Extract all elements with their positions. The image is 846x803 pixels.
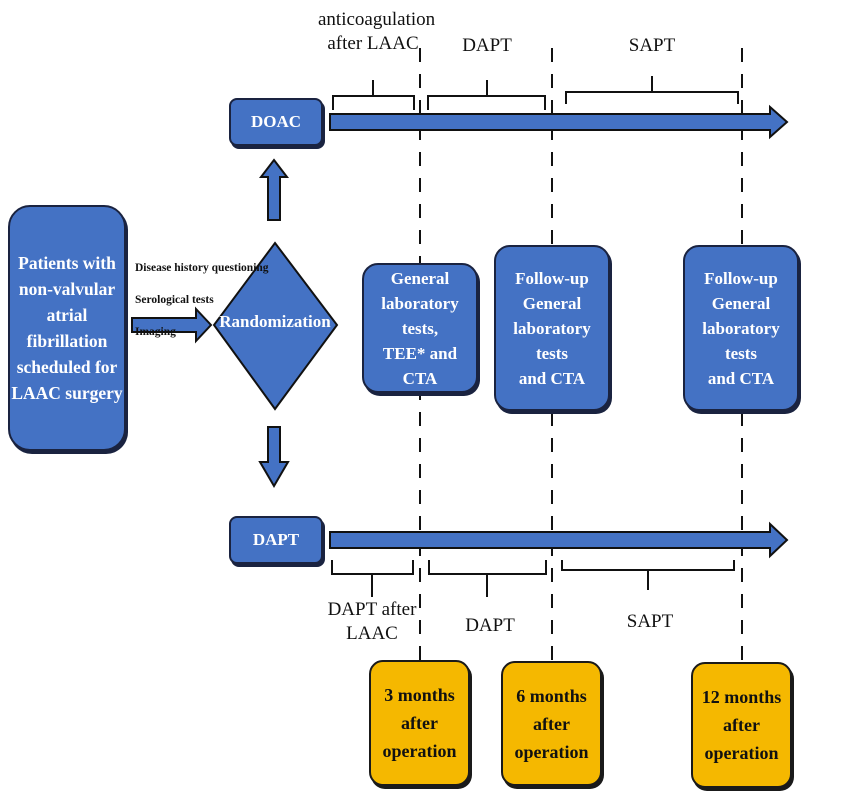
dapt-arm-label: DAPT [252,530,300,549]
milestone-text: 6 months after operation [514,685,589,762]
doac-phase-sapt-label: SAPT [628,35,676,56]
screening-notes: Disease history questioning Serological … [135,244,269,356]
assessment-box-12-months: Follow-up General laboratory tests and C… [683,245,799,411]
screening-note: Disease history questioning [135,262,269,274]
milestone-text: 3 months after operation [382,685,457,761]
doac-arm-label: DOAC [250,112,302,131]
assessment-box-3-months: General laboratory tests, TEE* and CTA [362,263,478,393]
doac-phase-dapt-label: DAPT [462,35,512,56]
arrow-right-icon [131,306,213,344]
doac-bracket-dapt [427,80,546,110]
doac-phase-anticoagulation-label: anticoagulation after LAAC [318,9,436,54]
dapt-phase-sapt-label: SAPT [626,611,674,632]
assessment-box-6-months: Follow-up General laboratory tests and C… [494,245,610,411]
doac-timeline-arrow [329,104,789,140]
dapt-bracket-dapt-after-laac [331,560,414,597]
milestone-6-months: 6 months after operation [501,661,602,786]
randomization-diamond [212,241,339,411]
dapt-phase-dapt-after-laac-label: DAPT after LAAC [327,599,417,644]
dapt-bracket-dapt [428,560,547,597]
assessment-text: Follow-up General laboratory tests and C… [702,268,780,388]
assessment-text: Follow-up General laboratory tests and C… [513,268,591,388]
patients-box-text: Patients with non-valvular atrial fibril… [11,253,123,403]
screening-note: Serological tests [135,294,214,306]
doac-bracket-anticoagulation [332,80,415,110]
doac-arm-box: DOAC [229,98,323,146]
doac-bracket-sapt [565,76,739,104]
randomization-label: Randomization [219,312,331,331]
patients-box: Patients with non-valvular atrial fibril… [8,205,126,451]
assessment-text: General laboratory tests, TEE* and CTA [381,268,459,388]
milestone-text: 12 months after operation [701,687,782,763]
milestone-3-months: 3 months after operation [369,660,470,786]
arrow-up-icon [258,158,290,221]
dapt-timeline-arrow [329,521,789,559]
milestone-12-months: 12 months after operation [691,662,792,788]
dapt-arm-box: DAPT [229,516,323,564]
dapt-phase-dapt-label: DAPT [465,615,515,636]
screening-note: Imaging [135,326,176,338]
arrow-down-icon [258,426,290,488]
dapt-bracket-sapt [561,560,735,590]
